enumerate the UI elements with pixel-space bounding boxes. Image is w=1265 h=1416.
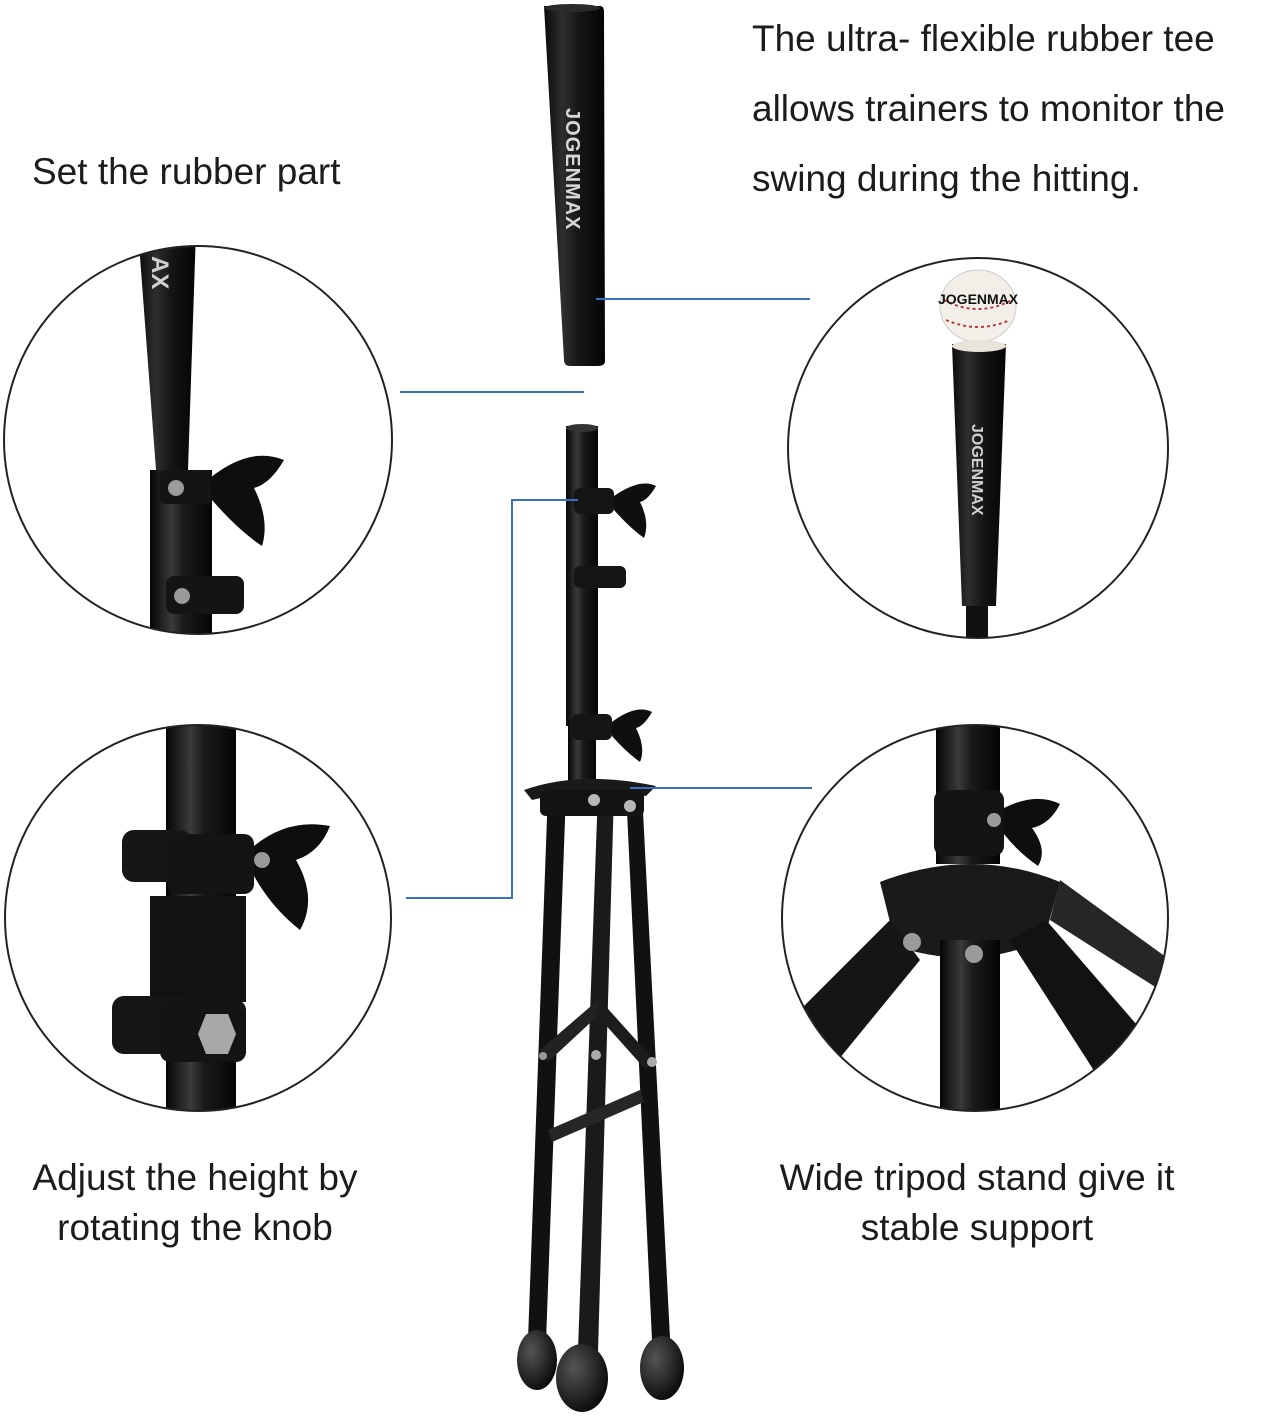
tee-logo-text: JOGENMAX [968, 424, 985, 516]
rubber-feet [517, 1330, 684, 1412]
caption-line: Set the rubber part [32, 151, 341, 192]
caption-wide-tripod: Wide tripod stand give it stable support [742, 1153, 1212, 1253]
caption-flexible-rubber-tee: The ultra- flexible rubber tee allows tr… [752, 4, 1225, 214]
connector-lines [400, 298, 812, 899]
wing-knob-icon [614, 483, 656, 538]
clamp [574, 566, 626, 588]
brand-logo-fragment: AX [146, 256, 173, 289]
caption-line: Adjust the height by [32, 1157, 358, 1198]
tripod-base [524, 778, 656, 816]
closeup-rubber-part: AX [3, 245, 393, 635]
closeup-height-knob [4, 724, 392, 1112]
closeup-ball-on-tee: JOGENMAX JOGENMAX [787, 257, 1169, 639]
main-pole [566, 424, 656, 790]
brand-logo-text: JOGENMAX [561, 108, 583, 230]
caption-line: Wide tripod stand give it [779, 1157, 1175, 1198]
caption-adjust-height: Adjust the height by rotating the knob [0, 1153, 390, 1253]
ball-logo-text: JOGENMAX [938, 291, 1019, 307]
caption-line: The ultra- flexible rubber tee [752, 18, 1215, 59]
caption-set-rubber-part: Set the rubber part [32, 148, 341, 197]
closeup-tripod-base [781, 724, 1169, 1112]
clamp [574, 488, 614, 514]
caption-line: allows trainers to monitor the [752, 88, 1225, 129]
caption-line: rotating the knob [57, 1207, 333, 1248]
clamp [572, 714, 612, 740]
batting-tee-product: JOGENMAX [517, 4, 684, 1412]
wing-knob-icon [612, 709, 652, 762]
tripod-legs [528, 790, 670, 1352]
caption-line: stable support [860, 1207, 1094, 1248]
rubber-tee-top: JOGENMAX [544, 4, 605, 366]
caption-line: swing during the hitting. [752, 158, 1141, 199]
